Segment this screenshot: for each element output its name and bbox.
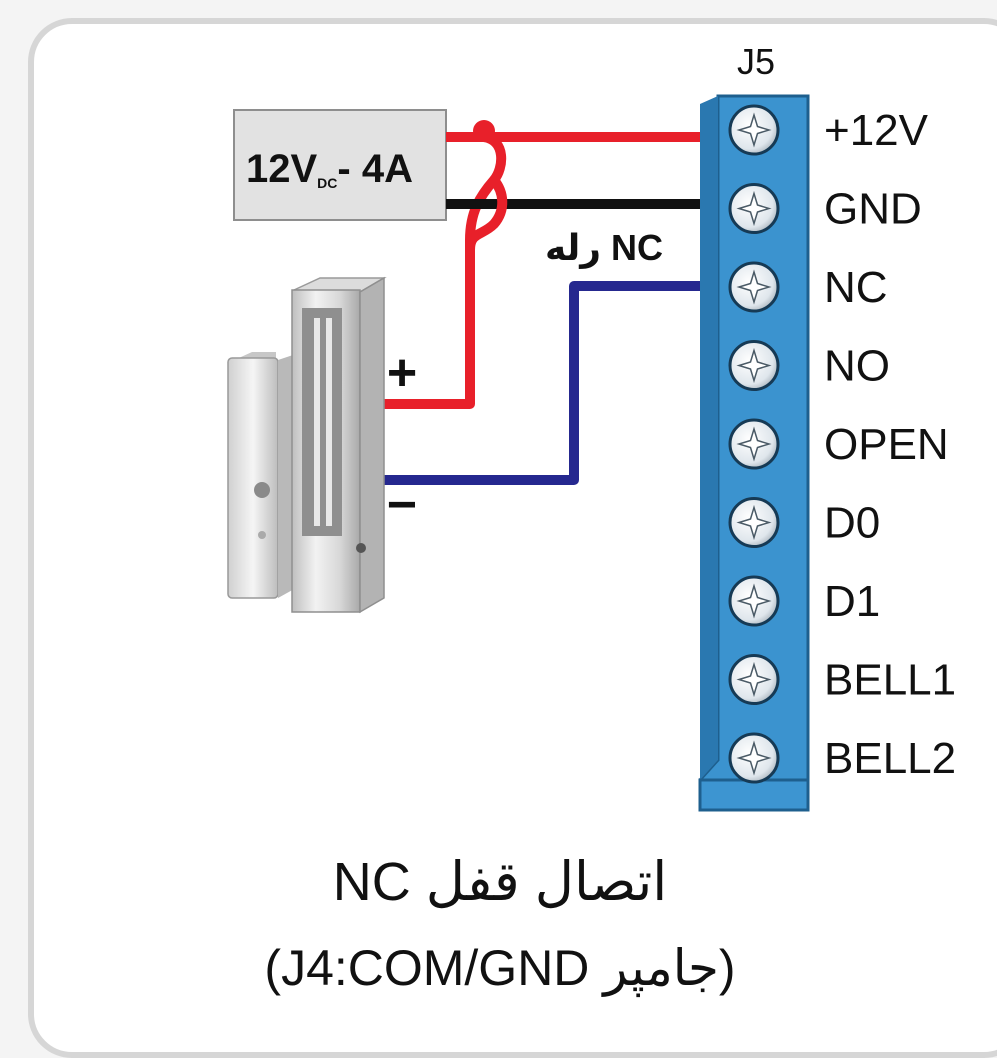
terminal-label: BELL2: [824, 734, 956, 783]
plate-screw: [254, 482, 270, 498]
lock-positive-sign: +: [387, 344, 417, 402]
relay-nc-label: NC رله: [545, 227, 663, 269]
power-supply-box: [233, 109, 447, 221]
terminal-block-base: [698, 778, 810, 812]
screw-slot-icon: [736, 426, 772, 462]
caption-title: اتصال قفل NC: [333, 852, 668, 912]
terminal-label: +12V: [824, 106, 929, 155]
wire-positive-crossing: [465, 176, 508, 251]
terminal-label: BELL1: [824, 656, 956, 705]
terminal-label: D1: [824, 577, 880, 626]
terminal-nc: NC: [728, 261, 888, 313]
wire-junction-dot: [473, 120, 495, 142]
terminal-open: OPEN: [728, 418, 949, 470]
screw-slot-icon: [736, 504, 772, 541]
screw-slot-icon: [736, 269, 772, 305]
terminal-d0: D0: [728, 497, 880, 548]
screw-slot-icon: [736, 190, 772, 227]
terminal-label: OPEN: [824, 420, 949, 469]
diagram-panel: [28, 18, 997, 1058]
power-supply: 12VDC- 4A: [233, 109, 447, 221]
terminal-bell2: BELL2: [728, 732, 956, 784]
terminal-d1: D1: [728, 575, 880, 627]
terminal-bell1: BELL1: [728, 654, 956, 705]
screw-slot-icon: [736, 347, 772, 384]
power-supply-dc: DC: [317, 175, 337, 191]
magnetic-lock: + −: [227, 276, 417, 614]
terminal-no: NO: [728, 340, 890, 391]
connector-title: J5: [737, 41, 775, 82]
caption-subtitle: (جامپر J4:COM/GND): [264, 940, 735, 997]
terminal-label: NC: [824, 263, 888, 312]
electromagnet-core: [302, 308, 342, 536]
screw-slot-icon: [736, 583, 772, 619]
screw-slot-icon: [736, 112, 772, 148]
terminal-label: D0: [824, 499, 880, 548]
terminal-block-side: [700, 96, 718, 780]
terminal-gnd: GND: [728, 183, 922, 234]
power-supply-rating-main: 12VDC- 4A: [246, 147, 413, 191]
terminal-12v: +12V: [728, 104, 929, 156]
screw-slot-icon: [736, 740, 772, 776]
terminal-label: GND: [824, 185, 922, 234]
screw-slot-icon: [736, 661, 772, 698]
power-supply-current: - 4A: [337, 147, 413, 191]
wire-signal: [382, 281, 700, 485]
terminal-label: NO: [824, 342, 890, 391]
power-supply-voltage: 12V: [246, 147, 317, 191]
lock-negative-sign: −: [387, 476, 417, 534]
armature-plate: [227, 352, 296, 599]
lock-body: [291, 276, 387, 614]
